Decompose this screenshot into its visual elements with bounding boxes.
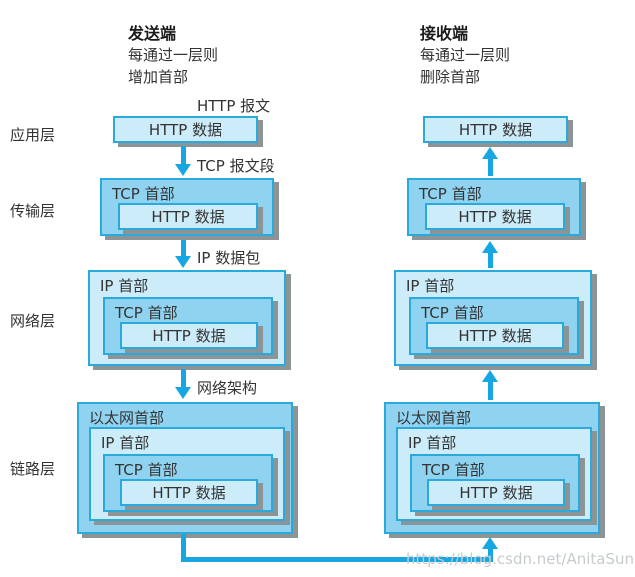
tcp-header-label: TCP 首部 — [421, 304, 484, 322]
connector-line-horizontal — [181, 557, 493, 562]
arrow-up-icon — [488, 548, 493, 561]
arrow-up-icon — [482, 370, 498, 382]
arrow-down-icon — [181, 369, 186, 388]
http-data-label: HTTP 数据 — [458, 208, 532, 226]
arrow-down-icon — [181, 240, 186, 257]
receiver-link-http-box: HTTP 数据 — [427, 479, 565, 506]
receiver-subtitle-line2: 删除首部 — [420, 68, 481, 86]
tcp-header-label: TCP 首部 — [422, 461, 485, 479]
network-frame-label: 网络架构 — [197, 379, 258, 397]
ethernet-header-label: 以太网首部 — [396, 409, 472, 427]
http-data-label: HTTP 数据 — [459, 484, 533, 502]
receiver-network-http-box: HTTP 数据 — [426, 322, 564, 349]
tcp-header-label: TCP 首部 — [115, 304, 178, 322]
ip-header-label: IP 首部 — [408, 434, 457, 452]
arrow-down-icon — [175, 387, 191, 399]
arrow-up-icon — [488, 252, 493, 268]
layer-label-transport: 传输层 — [10, 202, 56, 220]
ethernet-header-label: 以太网首部 — [89, 409, 165, 427]
tcp-header-label: TCP 首部 — [112, 185, 175, 203]
arrow-up-icon — [482, 537, 498, 549]
sender-link-http-box: HTTP 数据 — [120, 479, 258, 506]
arrow-up-icon — [488, 158, 493, 176]
arrow-up-icon — [488, 381, 493, 400]
http-data-label: HTTP 数据 — [152, 484, 226, 502]
sender-transport-http-box: HTTP 数据 — [118, 203, 258, 230]
http-data-label: HTTP 数据 — [148, 121, 223, 139]
receiver-app-http-box: HTTP 数据 — [423, 116, 568, 143]
ip-header-label: IP 首部 — [101, 434, 150, 452]
layer-label-link: 链路层 — [10, 460, 56, 478]
sender-subtitle-line2: 增加首部 — [128, 68, 189, 86]
watermark: https://blog.csdn.net/AnitaSun — [406, 550, 634, 568]
tcp-header-label: TCP 首部 — [419, 185, 482, 203]
layer-label-network: 网络层 — [10, 312, 56, 330]
arrow-down-icon — [175, 164, 191, 176]
receiver-title: 接收端 — [420, 24, 469, 43]
arrow-down-icon — [175, 256, 191, 268]
receiver-transport-http-box: HTTP 数据 — [425, 203, 565, 230]
ip-header-label: IP 首部 — [406, 277, 455, 295]
arrow-down-icon — [181, 146, 186, 165]
http-data-label: HTTP 数据 — [458, 327, 532, 345]
sender-network-http-box: HTTP 数据 — [120, 322, 258, 349]
ip-packet-label: IP 数据包 — [197, 249, 261, 267]
sender-title: 发送端 — [128, 24, 177, 43]
connector-line-vertical — [181, 534, 186, 562]
layer-label-application: 应用层 — [10, 126, 56, 144]
receiver-subtitle-line1: 每通过一层则 — [420, 46, 511, 64]
http-data-label: HTTP 数据 — [152, 327, 226, 345]
tcp-segment-label: TCP 报文段 — [197, 157, 275, 175]
ip-header-label: IP 首部 — [100, 277, 149, 295]
http-data-label: HTTP 数据 — [151, 208, 225, 226]
sender-app-http-box: HTTP 数据 — [113, 116, 258, 143]
arrow-up-icon — [482, 241, 498, 253]
http-data-label: HTTP 数据 — [458, 121, 533, 139]
sender-subtitle-line1: 每通过一层则 — [128, 46, 219, 64]
http-message-label: HTTP 报文 — [197, 97, 271, 115]
arrow-up-icon — [482, 147, 498, 159]
tcp-header-label: TCP 首部 — [115, 461, 178, 479]
